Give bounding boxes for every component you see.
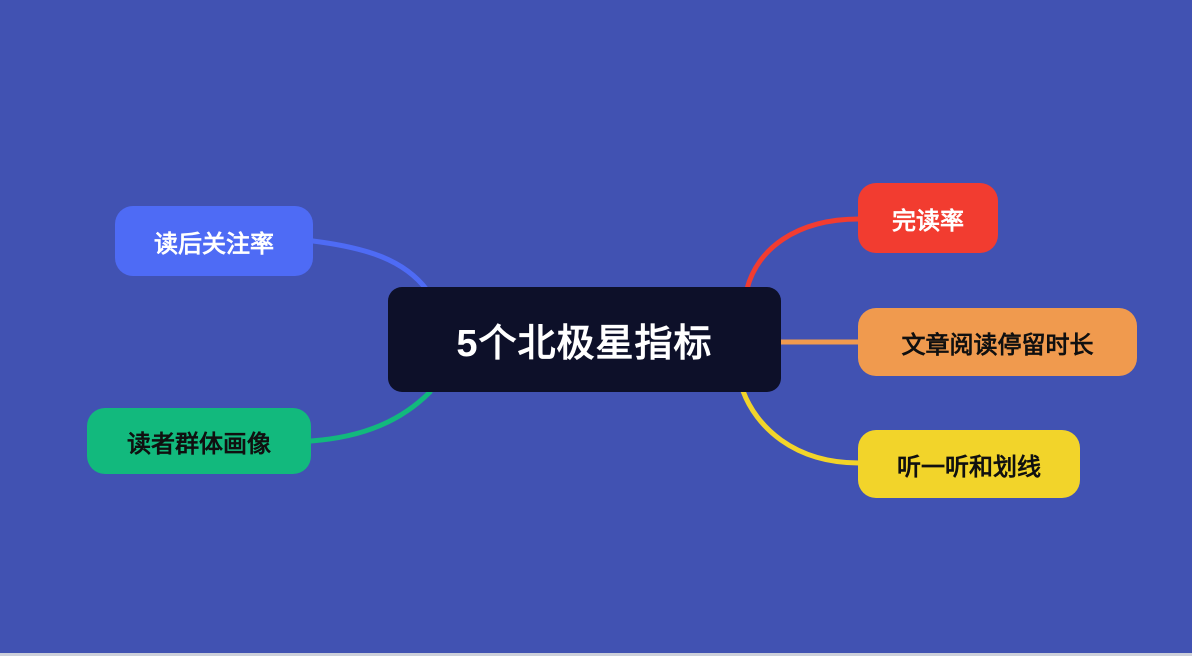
- connector-follow-rate: [310, 238, 430, 293]
- branch-node-completion-rate[interactable]: 完读率: [858, 183, 998, 253]
- branch-node-dwell-time[interactable]: 文章阅读停留时长: [858, 308, 1137, 376]
- branch-node-label: 听一听和划线: [897, 453, 1041, 481]
- branch-node-listen-underline[interactable]: 听一听和划线: [858, 430, 1080, 498]
- branch-node-label: 读者群体画像: [127, 430, 271, 458]
- branch-node-follow-rate[interactable]: 读后关注率: [115, 206, 313, 276]
- branch-node-reader-persona[interactable]: 读者群体画像: [87, 408, 311, 474]
- connector-completion-rate: [744, 216, 862, 292]
- connector-listen-underline: [740, 388, 862, 466]
- branch-node-label: 文章阅读停留时长: [901, 331, 1094, 359]
- bottom-edge-divider: [0, 653, 1192, 656]
- branch-node-label: 读后关注率: [154, 230, 274, 258]
- root-node[interactable]: 5个北极星指标: [388, 287, 781, 392]
- root-node-label: 5个北极星指标: [456, 323, 713, 365]
- connector-reader-persona: [308, 389, 433, 444]
- branch-node-label: 完读率: [892, 207, 964, 235]
